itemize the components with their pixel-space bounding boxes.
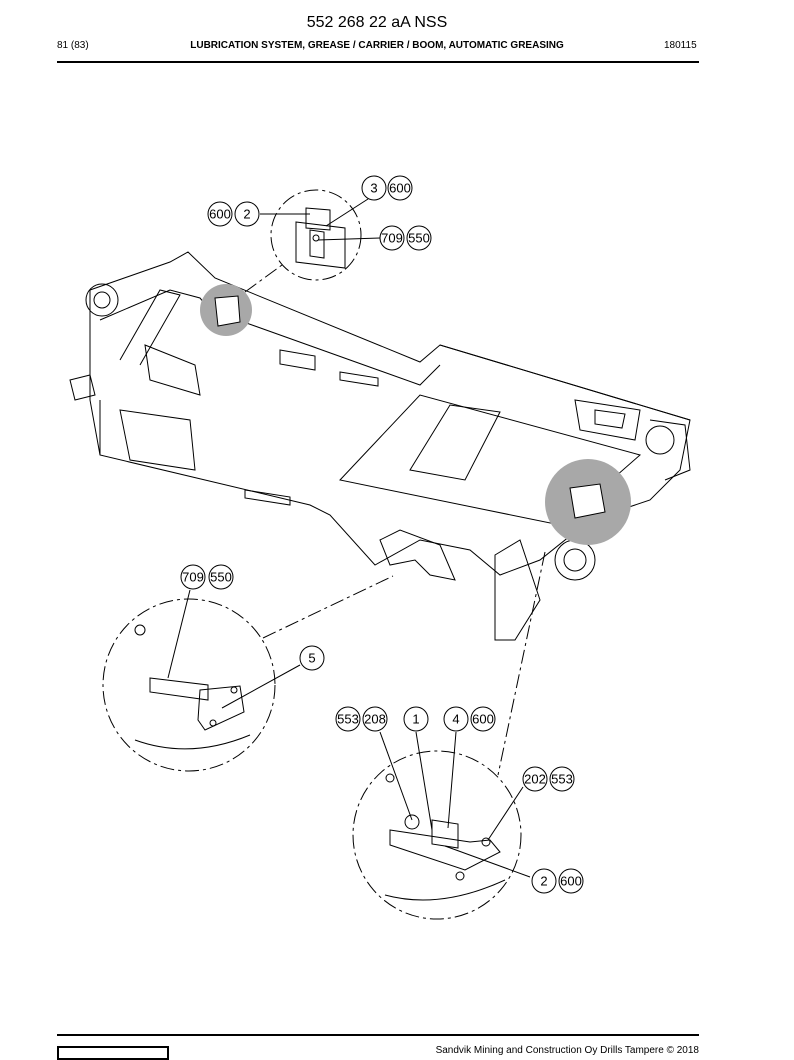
- callout-text: 553: [551, 772, 573, 787]
- detail-top-parts: [295, 207, 346, 269]
- document-number: 552 268 22 aA NSS: [306, 14, 448, 31]
- callout-553-208: 553 208: [335, 706, 388, 732]
- callout-text: 550: [408, 231, 430, 246]
- header-rule: [57, 61, 699, 63]
- callout-text: 1: [412, 712, 419, 727]
- callout-text: 5: [308, 651, 315, 666]
- callout-text: 709: [381, 231, 403, 246]
- callout-202-553: 202 553: [522, 766, 575, 792]
- callout-text: 2: [243, 207, 250, 222]
- callout-text: 202: [524, 772, 546, 787]
- sandvik-logo: [57, 1046, 169, 1060]
- date-code: 180115: [664, 40, 697, 51]
- page-number: 81 (83): [57, 40, 89, 51]
- callout-2-600: 2 600: [531, 868, 584, 894]
- section-title: LUBRICATION SYSTEM, GREASE / CARRIER / B…: [190, 40, 564, 51]
- footer-copyright: Sandvik Mining and Construction Oy Drill…: [435, 1045, 699, 1056]
- callout-text: 600: [389, 181, 411, 196]
- callout-600-2: 600 2: [207, 201, 260, 227]
- callout-text: 4: [452, 712, 459, 727]
- detail-circle-bottom: [352, 750, 522, 920]
- detail-circle-top: [270, 189, 362, 281]
- callout-4-600: 4 600: [443, 706, 496, 732]
- callout-text: 600: [560, 874, 582, 889]
- callout-text: 3: [370, 181, 377, 196]
- callout-text: 600: [209, 207, 231, 222]
- footer-rule: [57, 1034, 699, 1036]
- callout-text: 550: [210, 570, 232, 585]
- detail-left-parts: [134, 624, 251, 750]
- leader-lines: [167, 198, 531, 878]
- callout-text: 709: [182, 570, 204, 585]
- callout-text: 600: [472, 712, 494, 727]
- callout-5: 5: [299, 645, 325, 671]
- callout-1: 1: [403, 706, 429, 732]
- callout-709-550-left: 709 550: [180, 564, 234, 590]
- callout-text: 553: [337, 712, 359, 727]
- detail-bottom-parts: [384, 773, 506, 901]
- callout-3-600: 3 600: [361, 175, 413, 201]
- callout-709-550-top: 709 550: [379, 225, 432, 251]
- callout-text: 208: [364, 712, 386, 727]
- detail-circle-left: [102, 598, 276, 772]
- callout-text: 2: [540, 874, 547, 889]
